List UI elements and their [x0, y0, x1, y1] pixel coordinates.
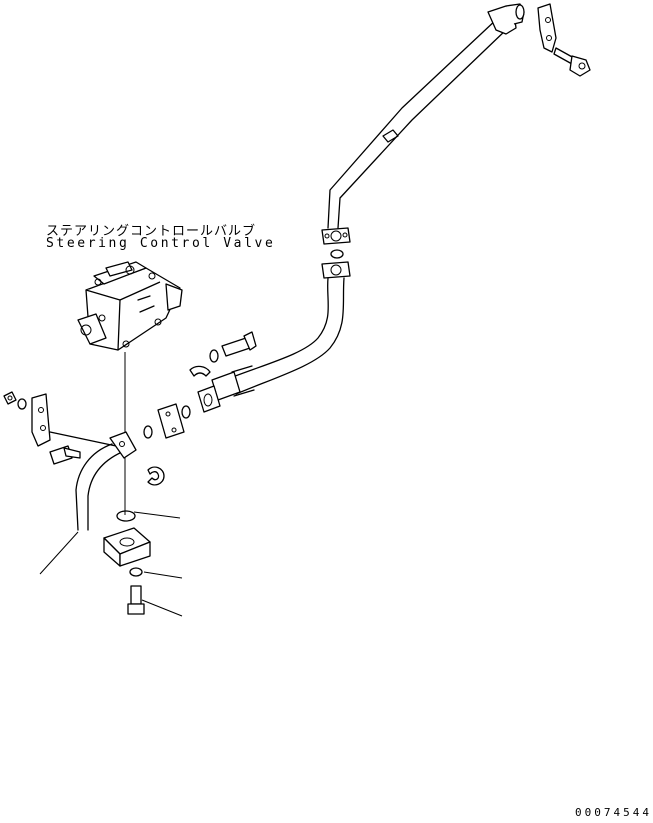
hose-top-flange: [321, 261, 351, 279]
bracket-bolt: [49, 445, 81, 465]
hose-bolt: [221, 331, 257, 357]
bottom-washer: [129, 567, 143, 577]
valve-label-japanese: ステアリングコントロールバルブ: [46, 224, 257, 239]
lower-washer: [17, 398, 27, 410]
o-ring-small: [143, 425, 153, 439]
hose: [211, 277, 345, 401]
u-clamp: [147, 466, 165, 486]
lower-o-ring: [116, 510, 136, 522]
steering-control-valve: [77, 261, 183, 351]
washer: [209, 349, 219, 363]
upper-o-ring: [330, 249, 344, 259]
drawing-number: 00074544: [575, 806, 652, 819]
lower-bracket: [31, 393, 51, 447]
top-bracket: [537, 3, 557, 53]
long-bolt: [127, 585, 145, 615]
lower-pipe: [75, 431, 137, 531]
hose-lower-flange: [197, 385, 221, 413]
upper-split-flange: [321, 227, 351, 245]
middle-flange-plate: [157, 403, 185, 439]
top-elbow-fitting: [487, 3, 525, 35]
callout-leaders: [39, 511, 183, 617]
split-flange-half: [189, 365, 211, 377]
nut: [3, 391, 17, 405]
top-bolt: [553, 47, 591, 77]
o-ring-mid: [181, 405, 191, 419]
valve-label-english: Steering Control Valve: [46, 236, 276, 251]
bracket-leader: [49, 431, 117, 447]
upper-pipe: [327, 17, 509, 229]
lower-flange-block: [103, 527, 151, 567]
